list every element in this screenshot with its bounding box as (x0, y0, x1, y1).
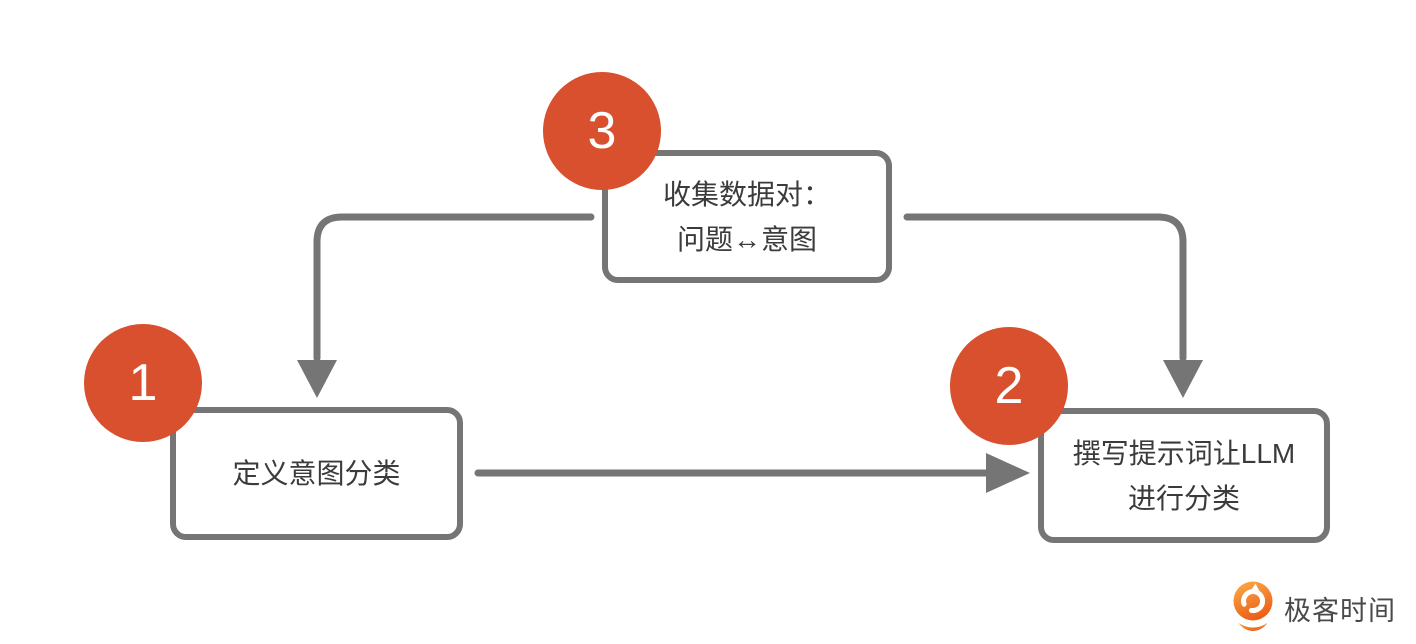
node-label-line: 定义意图分类 (232, 458, 401, 489)
node-define-intents: 定义意图分类 (170, 407, 463, 540)
step-number: 1 (128, 354, 158, 412)
step-badge-3: 3 (543, 72, 661, 190)
geektime-logo-text: 极客时间 (1284, 595, 1396, 626)
arrow-define-to-write (474, 453, 1030, 493)
node-label-line: 收集数据对： (662, 178, 831, 210)
node-write-prompt: 撰写提示词让LLM 进行分类 (1038, 408, 1330, 543)
arrow-collect-to-write (903, 213, 1203, 398)
geektime-logo-icon (1233, 581, 1273, 631)
node-label-line: 撰写提示词让LLM (1072, 437, 1296, 469)
step-badge-1: 1 (84, 324, 202, 442)
node-collect-data-pairs: 收集数据对： 问题↔意图 (602, 150, 892, 283)
arrow-collect-to-define (297, 213, 595, 398)
step-number: 2 (994, 357, 1024, 415)
step-badge-2: 2 (950, 327, 1068, 445)
geektime-logo: 极客时间 (1231, 580, 1396, 636)
node-label-line: 问题↔意图 (676, 223, 817, 255)
node-label-line: 进行分类 (1127, 482, 1240, 514)
step-number: 3 (587, 102, 617, 160)
